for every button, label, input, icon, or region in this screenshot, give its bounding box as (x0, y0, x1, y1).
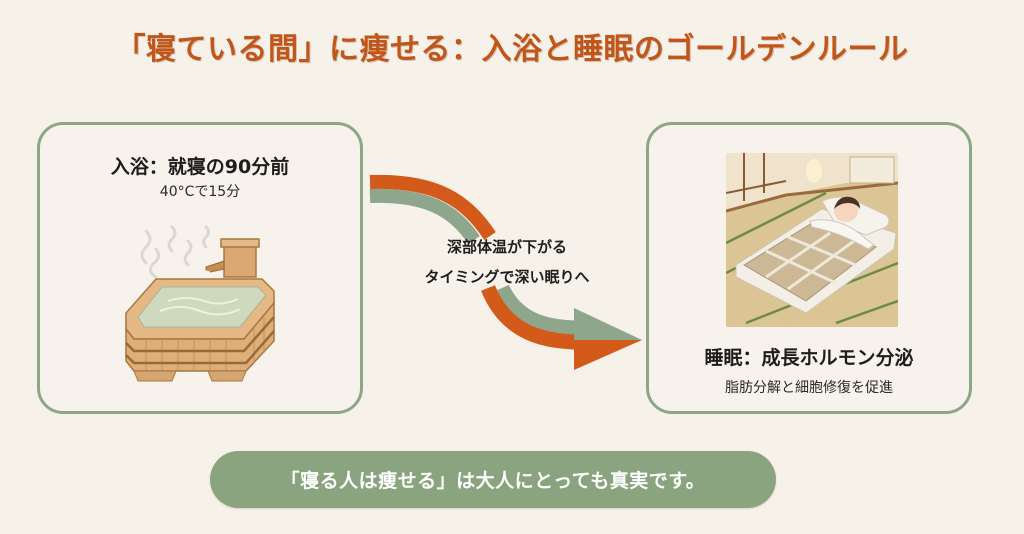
conclusion-text: 「寝る人は痩せる」は大人にとっても真実です。 (280, 470, 706, 492)
sleep-card-heading: 睡眠：成長ホルモン分泌 (704, 347, 914, 369)
page-title: 「寝ている間」に痩せる：入浴と睡眠のゴールデンルール (115, 32, 909, 67)
bath-card-subtext: 40°Cで15分 (159, 184, 241, 200)
conclusion-banner: 「寝る人は痩せる」は大人にとっても真実です。 (210, 451, 776, 508)
bath-card-heading: 入浴：就寝の90分前 (110, 156, 290, 178)
bathtub-icon (125, 225, 275, 382)
sleeping-futon-icon (726, 153, 898, 327)
sleep-card-subtext: 脂肪分解と細胞修復を促進 (725, 380, 893, 396)
bath-card: 入浴：就寝の90分前 40°Cで15分 (37, 122, 363, 414)
sleep-card: 睡眠：成長ホルモン分泌 脂肪分解と細胞修復を促進 (646, 122, 972, 414)
curved-arrow-icon (369, 174, 642, 370)
arrow-caption-line1: 深部体温が下がる (446, 238, 567, 256)
arrow-caption-line2: タイミングで深い眠りへ (424, 268, 590, 286)
